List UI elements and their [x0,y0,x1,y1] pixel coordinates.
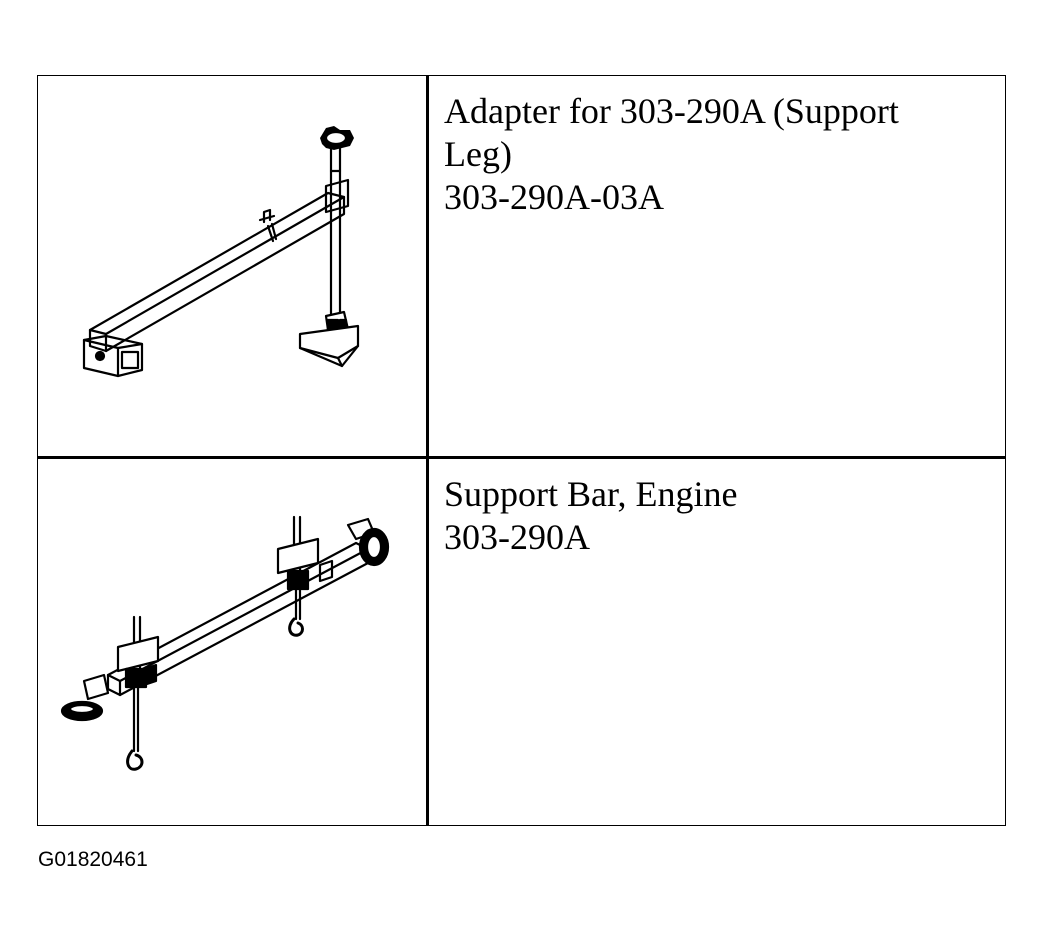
tool-row: Adapter for 303-290A (Support Leg) 303-2… [38,76,1005,459]
special-tools-table: Adapter for 303-290A (Support Leg) 303-2… [37,75,1006,826]
tool-part-number: 303-290A-03A [444,177,664,217]
tool-description: Adapter for 303-290A (Support Leg) 303-2… [444,90,999,219]
tool-illustration-cell [38,76,426,456]
engine-support-bar-illustration [60,515,390,771]
tool-name: Adapter for 303-290A (Support [444,91,899,131]
tool-part-number: 303-290A [444,517,590,557]
tool-illustration-cell [38,459,426,825]
tool-description: Support Bar, Engine 303-290A [444,473,999,559]
tool-name-continued: Leg) [444,134,512,174]
column-divider [426,76,429,825]
support-leg-adapter-illustration [82,126,360,378]
tool-row: Support Bar, Engine 303-290A [38,459,1005,825]
figure-id: G01820461 [38,848,148,871]
tool-name: Support Bar, Engine [444,474,738,514]
